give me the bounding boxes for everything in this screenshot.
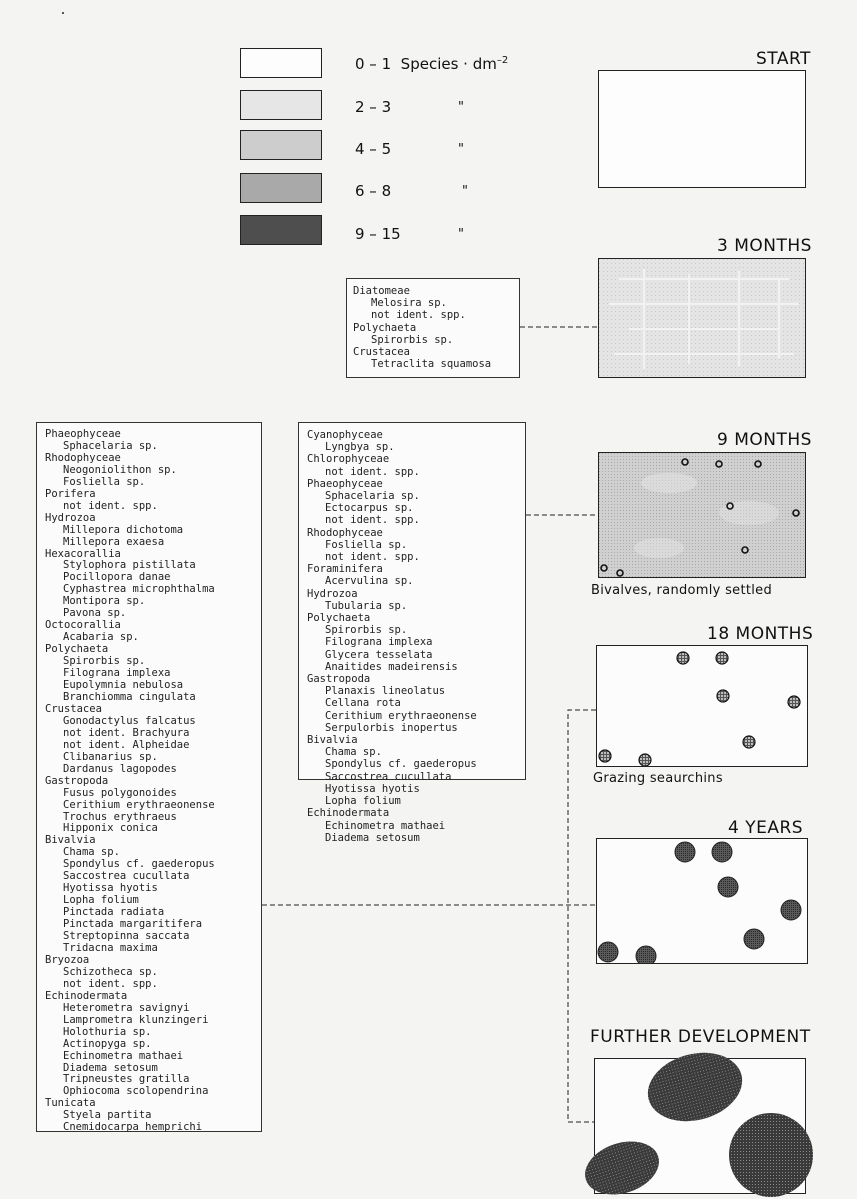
connector-18-months-bracket xyxy=(568,710,596,1122)
species-name: not ident. spp. xyxy=(307,514,517,526)
species-name: Melosira sp. xyxy=(353,297,513,309)
group-name: Crustacea xyxy=(353,346,513,358)
species-name: Clibanarius sp. xyxy=(45,752,253,764)
species-name: Chama sp. xyxy=(307,746,517,758)
group-name: Phaeophyceae xyxy=(307,478,517,490)
species-name: Spirorbis sp. xyxy=(307,624,517,636)
species-name: Diadema setosum xyxy=(307,832,517,844)
species-name: Fusus polygonoides xyxy=(45,788,253,800)
group-name: Polychaeta xyxy=(307,612,517,624)
species-name: Cerithium erythraeonense xyxy=(45,800,253,812)
group-name: Bivalvia xyxy=(307,734,517,746)
species-name: Planaxis lineolatus xyxy=(307,685,517,697)
species-name: Glycera tesselata xyxy=(307,649,517,661)
group-name: Polychaeta xyxy=(353,322,513,334)
species-name: Ectocarpus sp. xyxy=(307,502,517,514)
group-name: Diatomeae xyxy=(353,285,513,297)
species-name: Cellana rota xyxy=(307,697,517,709)
species-name: not ident. spp. xyxy=(307,466,517,478)
species-name: Hyotissa hyotis xyxy=(307,783,517,795)
species-name: Tubularia sp. xyxy=(307,600,517,612)
group-name: Porifera xyxy=(45,489,253,501)
group-name: Chlorophyceae xyxy=(307,453,517,465)
species-name: Anaitides madeirensis xyxy=(307,661,517,673)
species-name: Filograna implexa xyxy=(307,636,517,648)
species-name: not ident. spp. xyxy=(307,551,517,563)
group-name: Rhodophyceae xyxy=(307,527,517,539)
species-list-4-years: Phaeophyceae Sphacelaria sp. Rhodophycea… xyxy=(36,422,262,1132)
species-name: Echinometra mathaei xyxy=(45,1051,253,1063)
group-name: Echinodermata xyxy=(45,991,253,1003)
species-name: not ident. Alpheidae xyxy=(45,740,253,752)
species-name: Actinopyga sp. xyxy=(45,1039,253,1051)
group-name: Hydrozoa xyxy=(45,513,253,525)
species-name: Fosliella sp. xyxy=(307,539,517,551)
species-name: Millepora exaesa xyxy=(45,537,253,549)
group-name: Gastropoda xyxy=(307,673,517,685)
species-name: not ident. Brachyura xyxy=(45,728,253,740)
species-name: Echinometra mathaei xyxy=(307,820,517,832)
species-name: Fosliella sp. xyxy=(45,477,253,489)
species-name: Heterometra savignyi xyxy=(45,1003,253,1015)
species-name: Saccostrea cucullata xyxy=(307,771,517,783)
species-name: Dardanus lagopodes xyxy=(45,764,253,776)
species-name: Cerithium erythraeonense xyxy=(307,710,517,722)
species-name: Lamprometra klunzingeri xyxy=(45,1015,253,1027)
species-name: Lopha folium xyxy=(307,795,517,807)
group-name: Foraminifera xyxy=(307,563,517,575)
species-name: Cnemidocarpa hemprichi xyxy=(45,1122,253,1134)
group-name: Echinodermata xyxy=(307,807,517,819)
species-name: not ident. spp. xyxy=(353,309,513,321)
group-name: Gastropoda xyxy=(45,776,253,788)
species-name: Sphacelaria sp. xyxy=(307,490,517,502)
species-name: Lyngbya sp. xyxy=(307,441,517,453)
species-name: Acervulina sp. xyxy=(307,575,517,587)
species-list-3-months: Diatomeae Melosira sp. not ident. spp. P… xyxy=(346,278,520,378)
species-name: Spirorbis sp. xyxy=(353,334,513,346)
species-name: Holothuria sp. xyxy=(45,1027,253,1039)
species-name: Millepora dichotoma xyxy=(45,525,253,537)
species-name: Tetraclita squamosa xyxy=(353,358,513,370)
species-name: Spondylus cf. gaederopus xyxy=(307,758,517,770)
group-name: Hydrozoa xyxy=(307,588,517,600)
group-name: Cyanophyceae xyxy=(307,429,517,441)
species-name: not ident. spp. xyxy=(45,979,253,991)
species-name: Serpulorbis inopertus xyxy=(307,722,517,734)
species-name: not ident. spp. xyxy=(45,501,253,513)
species-list-9-months: Cyanophyceae Lyngbya sp. Chlorophyceae n… xyxy=(298,422,526,780)
